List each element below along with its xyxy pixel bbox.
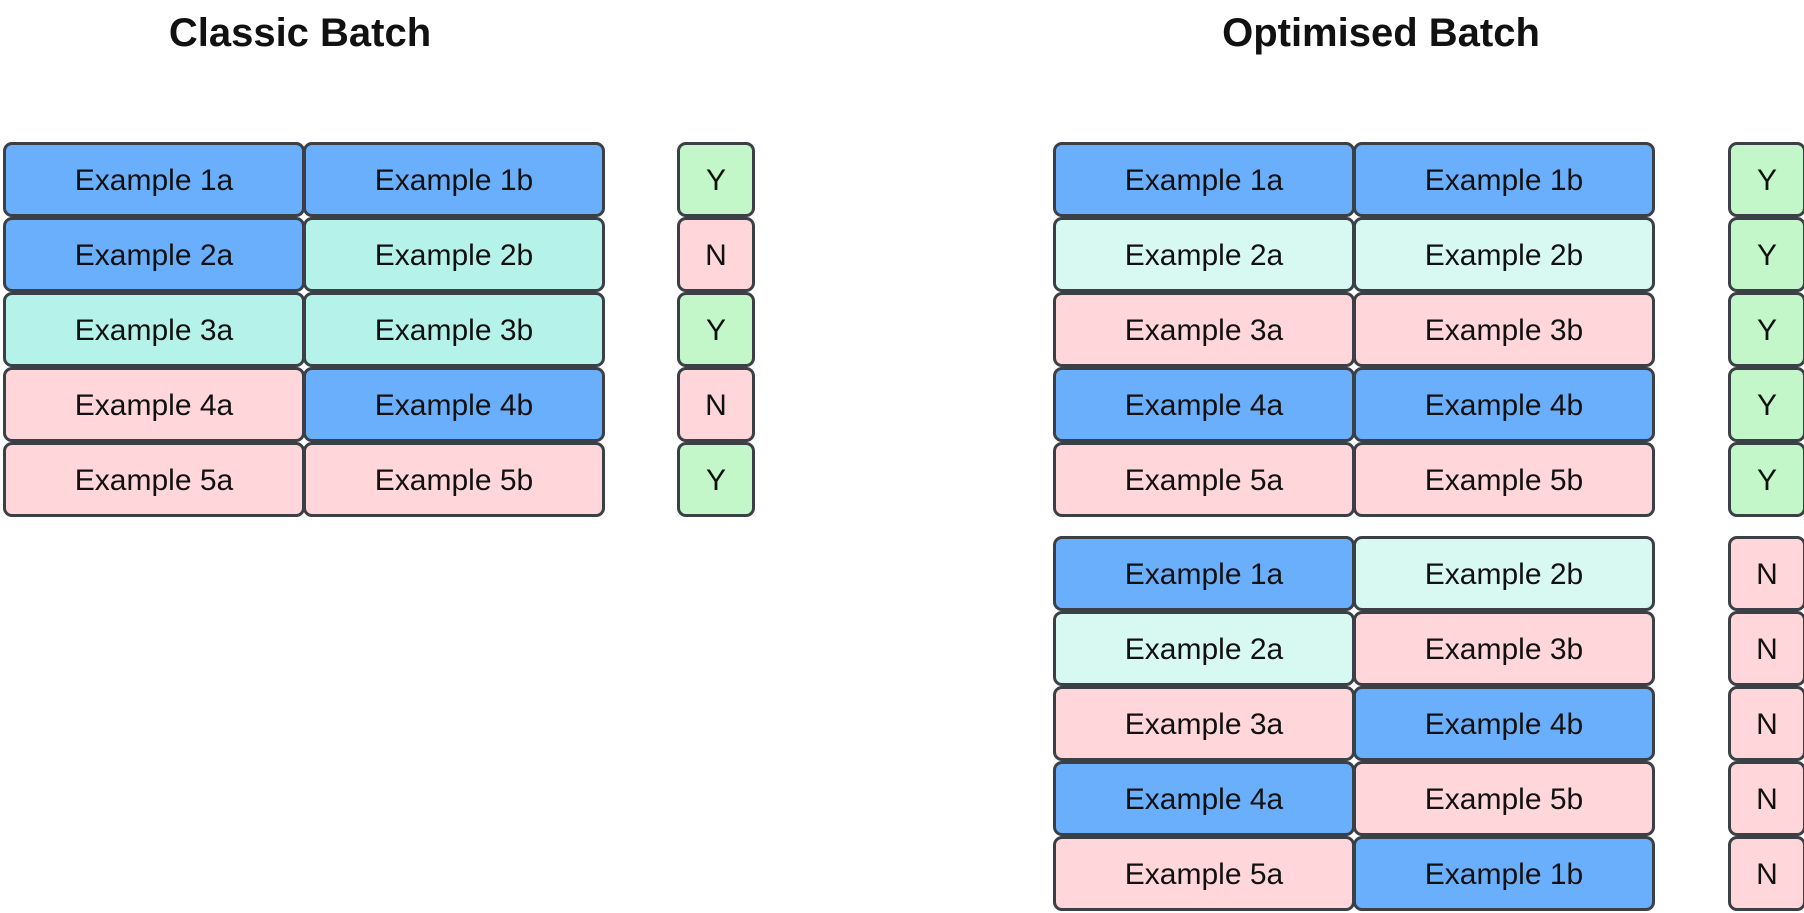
optimised-positive-cell-b: Example 2b bbox=[1353, 217, 1655, 292]
classic-cell-a: Example 3a bbox=[3, 292, 305, 367]
optimised-positive-cell-a: Example 2a bbox=[1053, 217, 1355, 292]
classic-label: N bbox=[677, 367, 755, 442]
optimised-negative-cell-a: Example 5a bbox=[1053, 836, 1355, 911]
optimised-negative-cell-b: Example 2b bbox=[1353, 536, 1655, 611]
classic-cell-b: Example 3b bbox=[303, 292, 605, 367]
optimised-positive-cell-a: Example 1a bbox=[1053, 142, 1355, 217]
optimised-negative-cell-b: Example 1b bbox=[1353, 836, 1655, 911]
optimised-negative-label: N bbox=[1728, 686, 1804, 761]
optimised-negative-cell-a: Example 4a bbox=[1053, 761, 1355, 836]
optimised-positive-cell-a: Example 5a bbox=[1053, 442, 1355, 517]
optimised-positive-cell-b: Example 4b bbox=[1353, 367, 1655, 442]
optimised-positive-cell-b: Example 3b bbox=[1353, 292, 1655, 367]
optimised-negative-cell-b: Example 4b bbox=[1353, 686, 1655, 761]
optimised-positive-cell-b: Example 1b bbox=[1353, 142, 1655, 217]
classic-label: Y bbox=[677, 442, 755, 517]
optimised-positive-label: Y bbox=[1728, 217, 1804, 292]
optimised-positive-label: Y bbox=[1728, 142, 1804, 217]
optimised-negative-label: N bbox=[1728, 536, 1804, 611]
optimised-negative-cell-a: Example 2a bbox=[1053, 611, 1355, 686]
optimised-positive-label: Y bbox=[1728, 367, 1804, 442]
optimised-negative-cell-a: Example 3a bbox=[1053, 686, 1355, 761]
optimised-negative-label: N bbox=[1728, 611, 1804, 686]
classic-cell-a: Example 4a bbox=[3, 367, 305, 442]
classic-cell-b: Example 1b bbox=[303, 142, 605, 217]
classic-cell-a: Example 2a bbox=[3, 217, 305, 292]
optimised-negative-cell-b: Example 3b bbox=[1353, 611, 1655, 686]
classic-cell-b: Example 4b bbox=[303, 367, 605, 442]
classic-label: Y bbox=[677, 142, 755, 217]
optimised-positive-label: Y bbox=[1728, 442, 1804, 517]
classic-batch-title: Classic Batch bbox=[168, 11, 432, 55]
optimised-negative-cell-b: Example 5b bbox=[1353, 761, 1655, 836]
optimised-positive-cell-a: Example 4a bbox=[1053, 367, 1355, 442]
optimised-batch-title: Optimised Batch bbox=[1222, 11, 1540, 55]
classic-cell-a: Example 5a bbox=[3, 442, 305, 517]
classic-cell-b: Example 2b bbox=[303, 217, 605, 292]
classic-cell-a: Example 1a bbox=[3, 142, 305, 217]
optimised-negative-label: N bbox=[1728, 761, 1804, 836]
classic-cell-b: Example 5b bbox=[303, 442, 605, 517]
optimised-positive-cell-a: Example 3a bbox=[1053, 292, 1355, 367]
optimised-negative-cell-a: Example 1a bbox=[1053, 536, 1355, 611]
classic-label: Y bbox=[677, 292, 755, 367]
optimised-positive-cell-b: Example 5b bbox=[1353, 442, 1655, 517]
classic-label: N bbox=[677, 217, 755, 292]
optimised-negative-label: N bbox=[1728, 836, 1804, 911]
optimised-positive-label: Y bbox=[1728, 292, 1804, 367]
